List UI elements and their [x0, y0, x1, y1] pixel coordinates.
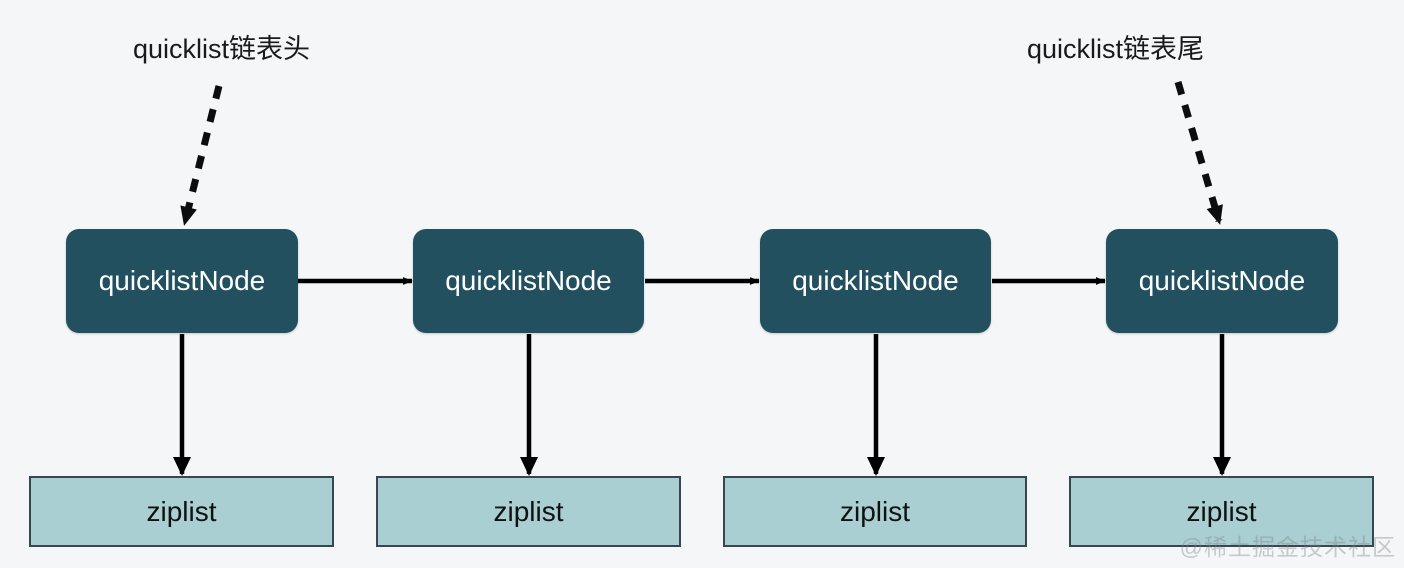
quicklist-node-label: quicklistNode [98, 265, 266, 296]
annotation-label-tail: quicklist链表尾 [1027, 34, 1205, 64]
annotation-label-head: quicklist链表头 [133, 34, 311, 64]
quicklist-node-label: quicklistNode [445, 265, 612, 296]
quicklist-node-label: quicklistNode [792, 265, 959, 296]
quicklist-node-1: quicklistNode [66, 229, 298, 333]
quicklist-node-label: quicklistNode [1138, 265, 1306, 296]
ziplist-box-4: ziplist [1069, 476, 1374, 547]
ziplist-label: ziplist [1186, 495, 1257, 527]
watermark: @稀土掘金技术社区 [1179, 534, 1396, 560]
quicklist-node-2: quicklistNode [413, 229, 644, 333]
ziplist-box-2: ziplist [376, 476, 681, 547]
annotation-connectors [180, 81, 1223, 226]
quicklist-node-4: quicklistNode [1106, 229, 1338, 333]
ziplist-label: ziplist [146, 495, 217, 527]
quicklist-node-3: quicklistNode [760, 229, 991, 333]
node-ziplist-connectors [173, 334, 1231, 476]
ziplist-label: ziplist [839, 495, 910, 527]
ziplist-box-3: ziplist [723, 476, 1027, 547]
annotation-arrow-head [180, 85, 223, 226]
ziplist-box-1: ziplist [29, 476, 334, 547]
ziplist-label: ziplist [493, 495, 564, 527]
annotation-arrow-tail [1174, 81, 1223, 225]
